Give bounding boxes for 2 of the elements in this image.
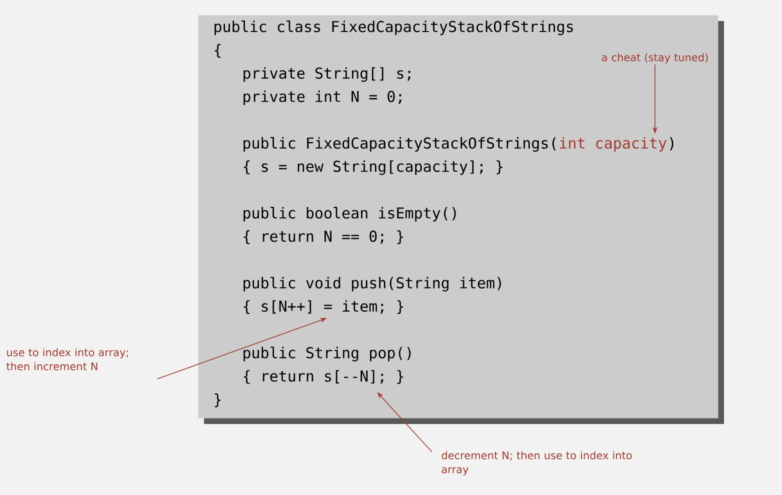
- annotation-text: decrement N; then use to index into array: [442, 451, 632, 476]
- annotation-text: use to index into array; then increment N: [6, 348, 128, 370]
